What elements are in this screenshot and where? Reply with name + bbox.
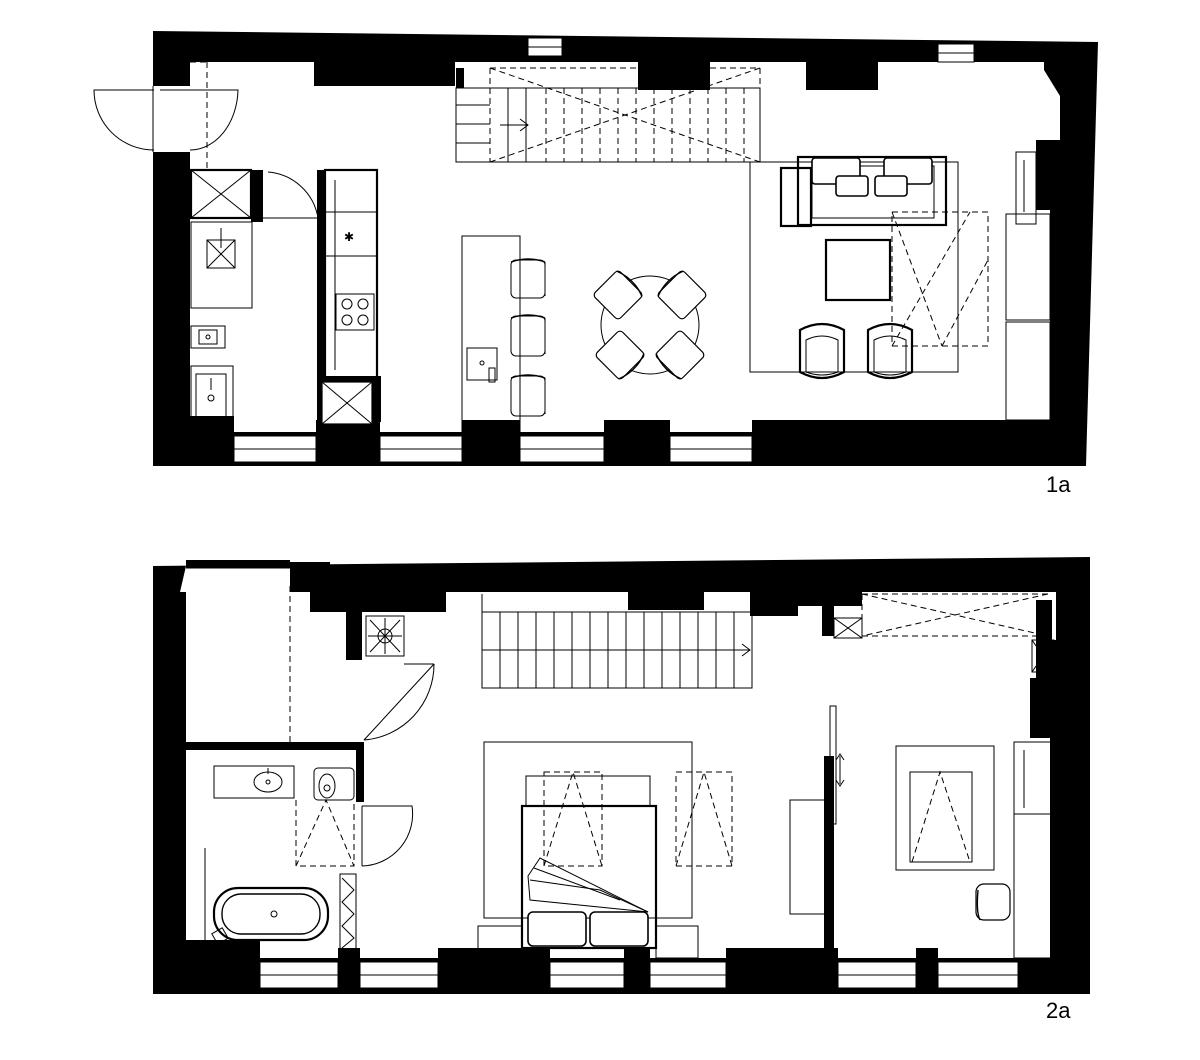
dining-chair: [593, 270, 643, 320]
dashed-void-1a: [891, 211, 989, 347]
wall-piers-north-1a: [314, 60, 878, 90]
staircase-2a: [481, 594, 753, 689]
plan-label-2a: 2a: [1046, 998, 1071, 1023]
bar-stools-1a: [510, 258, 546, 417]
hall-door-2a: [363, 663, 435, 741]
stair-arrow-icon: [482, 643, 751, 657]
desk-2a: [789, 799, 827, 915]
heated-towel-rail-2a: [339, 873, 357, 951]
plan-label-1a: 1a: [1046, 472, 1071, 497]
outer-walls-1a: [153, 31, 1098, 466]
storage-room-2a: [186, 568, 290, 746]
bathtub-2a: [211, 886, 330, 945]
kitchen-island-1a: [461, 235, 521, 433]
floor-plan-2a: 2a: [153, 557, 1090, 1023]
bed-dashed-lights-2a: [543, 770, 733, 867]
windows-south-1a: [233, 435, 753, 463]
sink-small-1a: [190, 325, 226, 349]
dining-table-1a: [600, 275, 700, 375]
shower-1a: [190, 365, 234, 425]
bedroom-rug-2a: [483, 741, 693, 919]
wardrobe-2a: [1013, 741, 1053, 959]
bathroom-dashed-2a: [295, 798, 355, 867]
dining-chair: [595, 330, 645, 380]
cooktop-1a: [335, 293, 375, 331]
dining-chairs-1a: [593, 270, 707, 380]
bar-stool: [510, 314, 546, 357]
stair-treads-1a: [507, 88, 745, 162]
sliding-partition-2a: [829, 705, 845, 825]
heater-tile-2a: [365, 615, 405, 657]
bathroom-door-2a: [361, 805, 414, 867]
toilet-room-1a: [190, 221, 253, 309]
armchair: [866, 322, 914, 380]
wardrobe-1a: [189, 168, 319, 222]
wall-piers-north-2a: [186, 560, 1052, 738]
double-bed-2a: [477, 775, 699, 959]
entrance-door-1a: [93, 86, 239, 152]
bathroom-vanity-2a: [213, 765, 295, 799]
windows-north-1a: [527, 37, 975, 63]
armchairs-1a: [798, 322, 914, 380]
dashed-skylight-2a: [833, 593, 1055, 673]
hall-dashed-outline-1a: [190, 61, 208, 168]
stair-arrow-icon: [500, 118, 529, 132]
built-in-cabinet-1a: [1005, 151, 1051, 421]
bar-stool: [510, 374, 546, 417]
fridge-1a: [317, 376, 381, 425]
floor-plan-1a: ✱: [93, 31, 1098, 497]
sofa-1a: [779, 155, 948, 228]
windows-south-2a: [259, 961, 1019, 989]
dining-chair: [655, 330, 705, 380]
svg-text:✱: ✱: [344, 230, 354, 244]
kitchen-counter-1a: ✱: [317, 168, 379, 382]
armchair: [798, 322, 846, 380]
chair-2a: [975, 883, 1011, 921]
single-bed-rug-2a: [895, 745, 995, 871]
interior-walls-2a: [186, 742, 834, 958]
slide-arrow-icon: [835, 753, 845, 787]
toilet-2a: [313, 767, 355, 801]
coffee-table-1a: [824, 238, 892, 302]
bar-stool: [510, 258, 546, 299]
dining-chair: [657, 270, 707, 320]
staircase-1a: [455, 67, 761, 163]
